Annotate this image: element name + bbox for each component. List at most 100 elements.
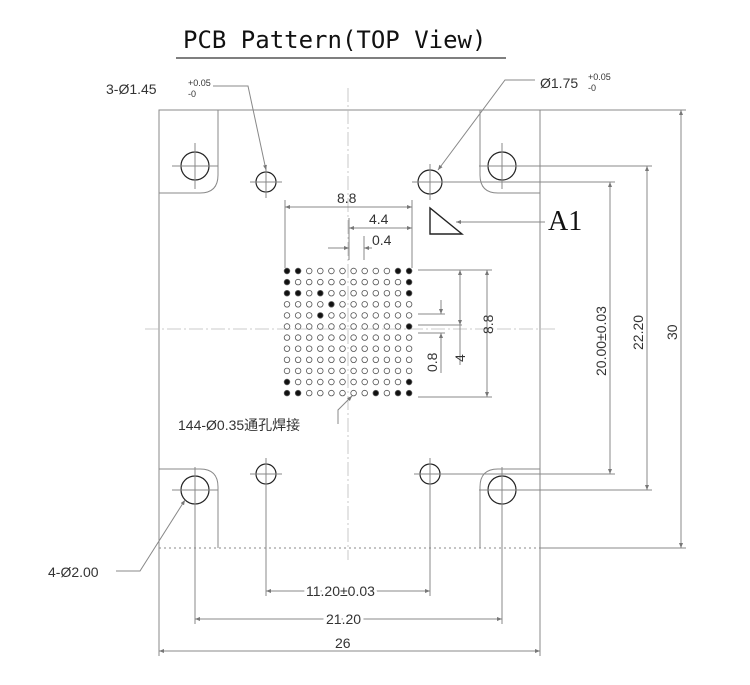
via-pad [361,367,368,375]
via-pad [405,301,413,308]
dim-mount-spacing-vertical: 20.00±0.03 [593,306,609,376]
via-pad [372,356,379,363]
via-pads-label: 144-Ø0.35通孔焊接 [178,417,300,433]
via-pad [361,301,368,308]
via-pad [317,323,324,330]
via-pad [383,312,391,319]
via-pad-filled [394,267,402,275]
via-pad [339,389,346,397]
via-pad-filled [394,389,402,397]
via-pad-filled [405,267,413,275]
via-pad [350,345,357,352]
grid-extension-lines [284,200,492,398]
via-pad [339,290,346,297]
via-pad [350,367,357,375]
dim-grid-height: 8.8 [480,314,496,334]
via-pad [350,378,357,386]
via-pad [361,334,368,341]
svg-text:+0.05: +0.05 [588,72,611,82]
via-pad [317,367,324,375]
via-pad-filled [317,290,324,297]
via-pad [372,290,379,297]
via-pad [306,389,313,397]
via-pad [394,312,402,319]
via-pad [350,389,357,397]
via-pad-filled [405,323,413,330]
via-pad [317,334,324,341]
via-pad [294,356,302,363]
via-pad [339,267,346,275]
via-pad-filled [294,389,302,397]
corner-holes-label: 4-Ø2.00 [48,564,99,580]
via-pad [306,356,313,363]
via-pad [394,290,402,297]
callout-mount-holes: 3-Ø1.45 +0.05 -0 [106,78,267,171]
via-pad [283,345,291,352]
svg-text:-0: -0 [188,89,196,99]
via-pad-filled [283,290,291,297]
via-pad [317,389,324,397]
via-pad [283,334,291,341]
via-pad [294,378,302,386]
callout-via-pads: 144-Ø0.35通孔焊接 [178,395,353,433]
board-horizontal-dimensions: 11.20±0.03 21.20 26 [158,490,541,656]
via-pad [372,334,379,341]
via-pad [383,367,391,375]
callout-corner-holes: 4-Ø2.00 [48,499,186,580]
via-pad [405,312,413,319]
via-pad [294,345,302,352]
via-pad [328,367,335,375]
via-pad [317,378,324,386]
via-pad [372,345,379,352]
via-pad [372,367,379,375]
via-pad [283,301,291,308]
via-pad [383,378,391,386]
via-pad [317,356,324,363]
via-pad [350,267,357,275]
via-pad-filled [328,301,335,308]
via-pad [306,290,313,297]
via-pad [328,278,335,286]
corner-holes [172,143,525,513]
via-pad [328,389,335,397]
via-pad-filled [283,267,291,275]
via-pad [405,356,413,363]
via-pad [372,312,379,319]
via-pad [306,301,313,308]
via-pad [350,334,357,341]
pin1-marker [429,206,464,235]
via-pad [394,367,402,375]
via-pad [294,301,302,308]
svg-text:+0.05: +0.05 [188,78,211,88]
via-pad [283,367,291,375]
via-pad [394,356,402,363]
guide-hole-label: Ø1.75 [540,75,578,91]
pad-grid [283,267,413,397]
via-pad-filled [283,389,291,397]
via-pad [405,345,413,352]
via-pad-filled [405,378,413,386]
via-pad [383,334,391,341]
dim-grid-width: 8.8 [337,190,357,206]
via-pad [350,356,357,363]
via-pad [328,345,335,352]
via-pad [350,278,357,286]
via-pad [328,312,335,319]
grid-dimensions: 8.8 4.4 0.4 8.8 4 0.8 [285,190,496,397]
via-pad [361,323,368,330]
via-pad [328,378,335,386]
via-pad [339,301,346,308]
via-pad [339,378,346,386]
via-pad [283,323,291,330]
via-pad [306,334,313,341]
via-pad [361,278,368,286]
via-pad [394,378,402,386]
dim-corner-spacing-horizontal: 21.20 [326,611,361,627]
via-pad [306,267,313,275]
via-pad [383,345,391,352]
via-pad [328,323,335,330]
via-pad [383,278,391,286]
via-pad [328,334,335,341]
via-pad-filled [294,267,302,275]
dim-pitch: 0.4 [372,232,392,248]
